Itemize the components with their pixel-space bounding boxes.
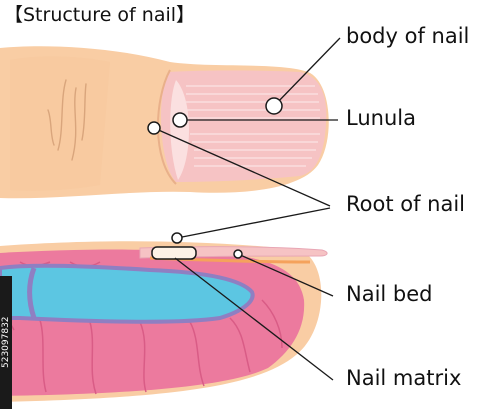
- leader-matrix: [174, 257, 334, 381]
- label-body-of-nail: body of nail: [346, 24, 470, 48]
- bone-joint-gap: [27, 267, 37, 319]
- marker-root-top: [147, 121, 161, 135]
- marker-lunula: [172, 112, 188, 128]
- stock-id-strip: 523097832: [0, 276, 12, 409]
- leader-lines: [153, 37, 341, 381]
- finger-knuckle-shade: [10, 56, 110, 191]
- marker-circles: [147, 97, 283, 259]
- lunula-shape: [170, 80, 189, 180]
- nail-plate: [161, 70, 327, 182]
- leader-root-bottom: [176, 207, 331, 239]
- marker-bed: [233, 249, 243, 259]
- label-lunula: Lunula: [346, 106, 416, 130]
- skin-wrinkles: [47, 79, 87, 161]
- leader-body: [273, 37, 341, 107]
- finger-cross-section: [0, 241, 328, 402]
- marker-body: [265, 97, 283, 115]
- label-nail-bed: Nail bed: [346, 282, 433, 306]
- leader-root-top: [153, 127, 331, 207]
- fingertip-top-view: [0, 46, 329, 199]
- nail-matrix-marker: [151, 246, 197, 260]
- label-root-of-nail: Root of nail: [346, 192, 466, 216]
- nail-streaks: [186, 85, 320, 167]
- marker-root-bottom: [171, 232, 183, 244]
- distal-phalanx-bone: [0, 263, 255, 324]
- leader-bed: [237, 253, 334, 297]
- label-nail-matrix: Nail matrix: [346, 366, 462, 390]
- diagram-title: 【Structure of nail】: [4, 4, 196, 26]
